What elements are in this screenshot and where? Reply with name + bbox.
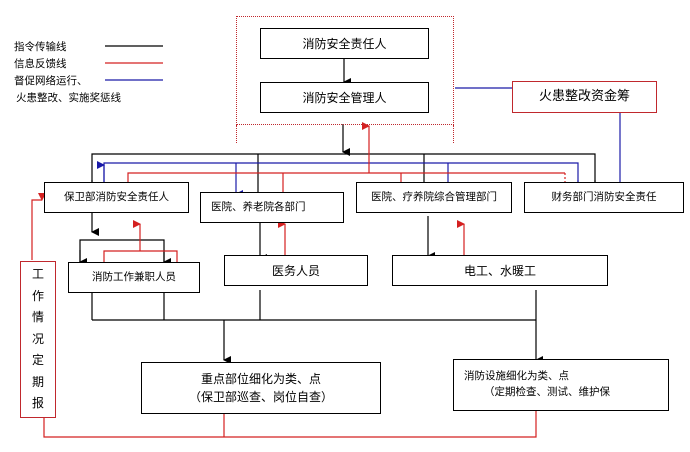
legend-command-label: 指令传输线 xyxy=(14,41,67,53)
facilities-line1: 消防设施细化为类、点 xyxy=(464,370,569,383)
report-char: 情 xyxy=(31,310,44,325)
node-fire-facilities: 消防设施细化为类、点 （定期检查、测试、维护保 xyxy=(453,359,669,411)
report-char: 况 xyxy=(31,331,44,346)
node-hospital-elderly-dept: 医院、养老院各部门 xyxy=(200,192,344,223)
node-medical-staff: 医务人员 xyxy=(224,255,368,286)
leadership-frame-ext-right xyxy=(453,125,454,143)
node-key-parts: 重点部位细化为类、点 （保卫部巡查、岗位自查） xyxy=(141,362,381,414)
command-bus xyxy=(91,153,596,194)
legend-supervise-label: 督促网络运行、 xyxy=(14,75,88,87)
legend-feedback-label: 信息反馈线 xyxy=(14,58,67,70)
node-electrician: 电工、水暖工 xyxy=(392,255,608,286)
node-fund-raising: 火患整改资金筹 xyxy=(512,81,657,113)
arrow-report-to-security xyxy=(31,193,46,260)
node-fire-safety-responsible: 消防安全责任人 xyxy=(260,28,429,59)
report-char: 作 xyxy=(31,288,44,303)
leadership-frame xyxy=(236,16,454,125)
key-parts-line1: 重点部位细化为类、点 xyxy=(200,372,321,386)
report-char: 期 xyxy=(31,374,44,389)
node-security-dept: 保卫部消防安全责任人 xyxy=(44,182,189,213)
staff-feedback xyxy=(103,250,178,262)
legend-rectify-label: 火患整改、实施奖惩线 xyxy=(16,92,121,104)
report-char: 定 xyxy=(31,353,44,368)
facilities-line2: （定期检查、测试、维护保 xyxy=(484,386,610,398)
node-fire-staff: 消防工作兼职人员 xyxy=(68,262,200,293)
node-fire-safety-manager: 消防安全管理人 xyxy=(260,82,429,113)
report-char: 报 xyxy=(31,396,44,411)
feedback-bus xyxy=(127,172,565,182)
key-parts-line2: （保卫部巡查、岗位自查） xyxy=(188,390,333,404)
report-char: 工 xyxy=(31,267,44,282)
leadership-frame-ext-left xyxy=(236,125,237,143)
node-hospital-admin-dept: 医院、疗养院综合管理部门 xyxy=(356,182,512,213)
node-work-report: 工 作 情 况 定 期 报 xyxy=(20,261,56,418)
report-loop xyxy=(43,410,537,438)
node-finance-dept: 财务部门消防安全责任 xyxy=(524,182,684,213)
